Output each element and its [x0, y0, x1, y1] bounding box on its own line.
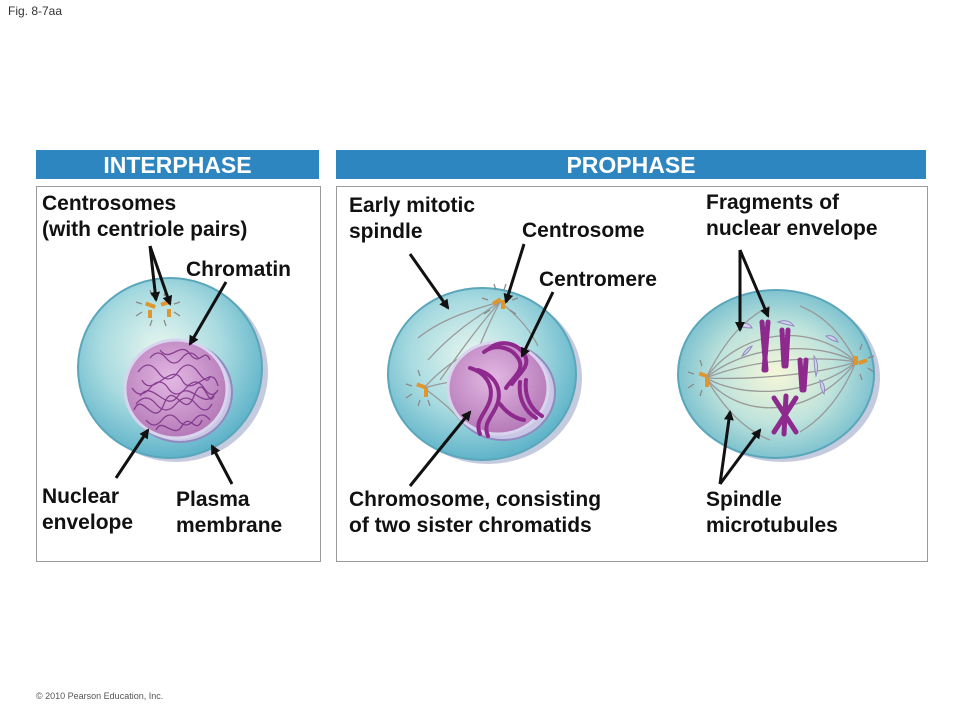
- label-spindle-microtubules: Spindle microtubules: [706, 488, 838, 537]
- interphase-banner: INTERPHASE: [36, 150, 319, 179]
- centrosome-late-right: [854, 343, 875, 381]
- label-chromatin: Chromatin: [186, 258, 291, 281]
- centrosome-early-left: [405, 369, 431, 407]
- prophase-cell-early: [387, 283, 582, 464]
- nuclear-envelope-fragments: [736, 320, 839, 396]
- label-fragments: Fragments of nuclear envelope: [706, 191, 878, 240]
- chromatin: [131, 348, 219, 432]
- label-chromosome: Chromosome, consisting of two sister chr…: [349, 488, 602, 537]
- label-nuclear-envelope: Nuclear envelope: [42, 485, 134, 534]
- label-centromere: Centromere: [539, 268, 657, 291]
- label-centrosome: Centrosome: [522, 219, 645, 242]
- label-plasma-membrane: Plasma membrane: [176, 488, 283, 537]
- interphase-cell: [77, 277, 268, 462]
- centrosome-early-top: [481, 283, 519, 315]
- condensed-chromosomes: [468, 341, 544, 438]
- label-centrosomes: Centrosomes (with centriole pairs): [42, 192, 248, 241]
- label-early-mitotic-spindle: Early mitotic spindle: [349, 194, 476, 243]
- figure-label: Fig. 8-7aa: [8, 4, 63, 18]
- spindle-microtubules: [705, 305, 857, 441]
- prophase-chromosomes: [759, 319, 809, 437]
- copyright: © 2010 Pearson Education, Inc.: [36, 691, 164, 701]
- pointer-lines: [114, 243, 770, 487]
- centrosome-late-left: [687, 359, 709, 397]
- prophase-banner: PROPHASE: [336, 150, 926, 179]
- prophase-cell-late: [677, 289, 880, 462]
